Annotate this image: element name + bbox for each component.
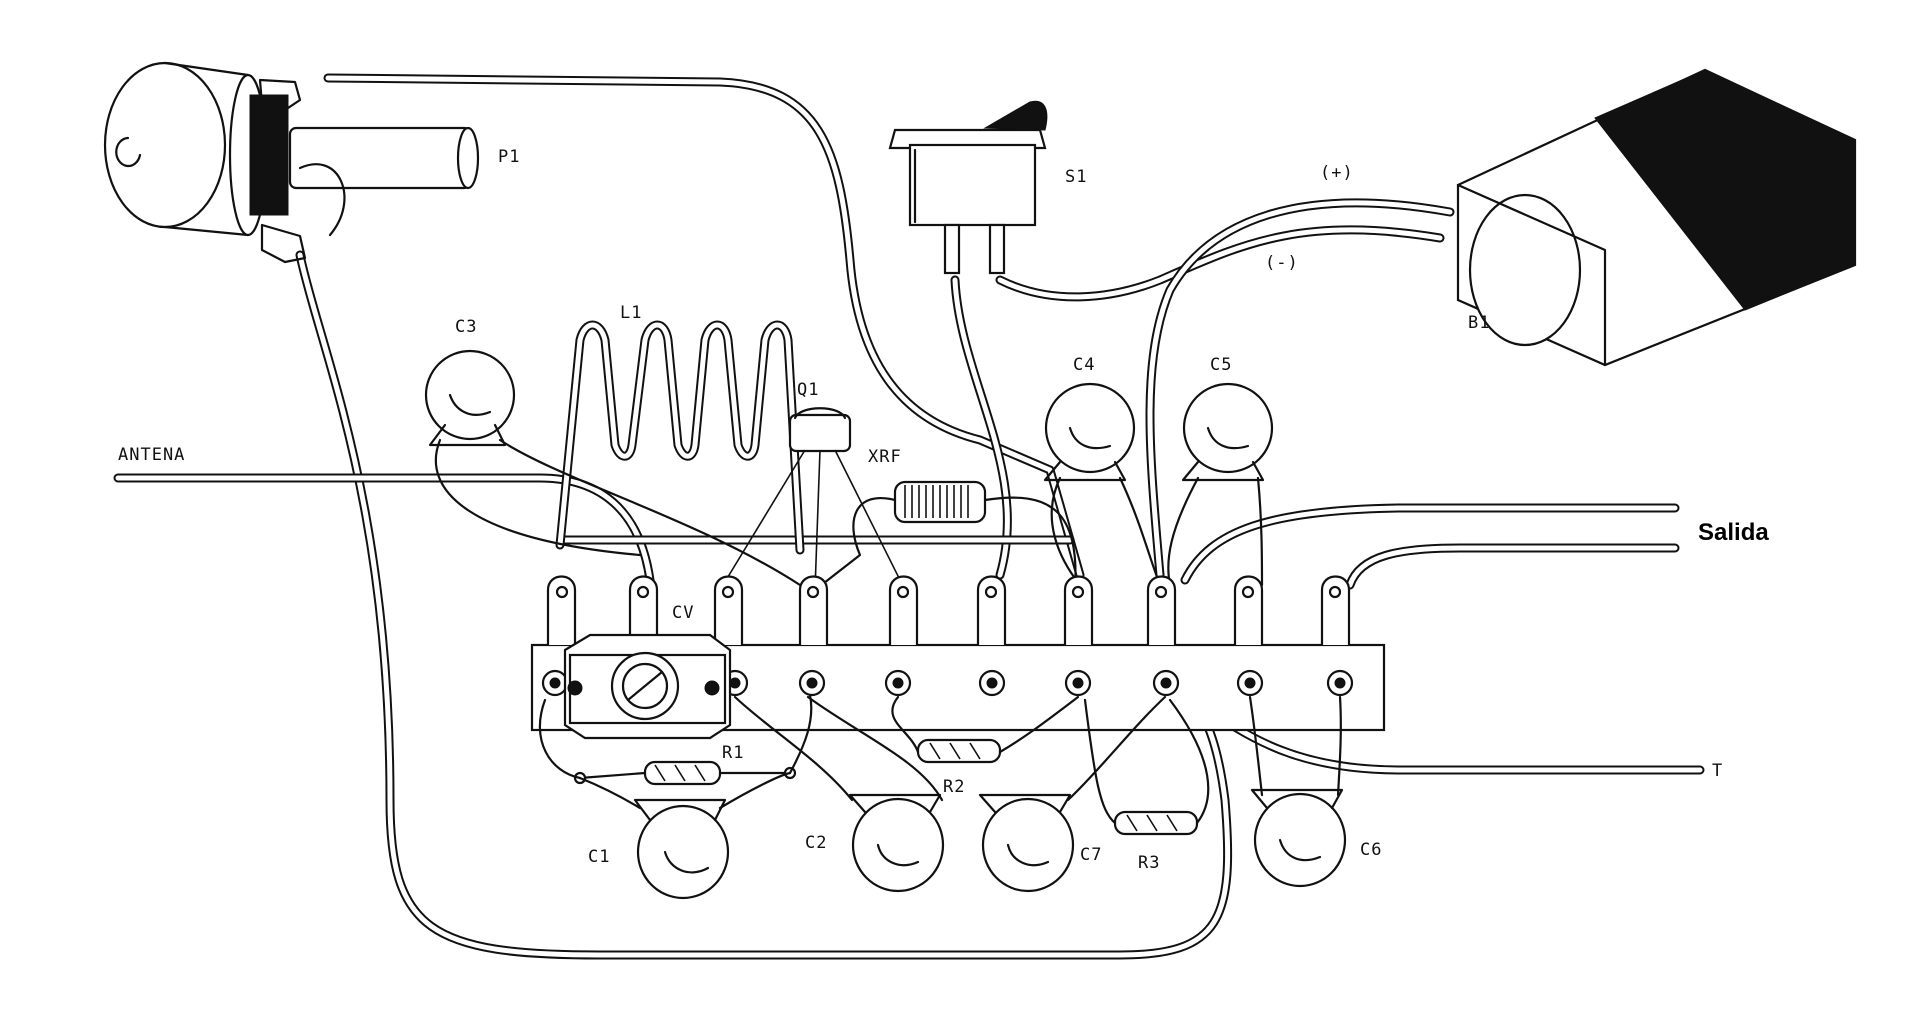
label-b1: B1 — [1468, 313, 1490, 333]
transistor-q1: Q1 — [719, 380, 906, 591]
label-c6: C6 — [1360, 840, 1382, 860]
label-c4: C4 — [1073, 355, 1095, 375]
label-l1: L1 — [620, 303, 642, 323]
capacitor-c5: C5 — [1167, 355, 1274, 587]
label-antena: ANTENA — [118, 445, 185, 465]
label-c2: C2 — [805, 833, 827, 853]
battery-b1: (+) (-) B1 — [1265, 68, 1857, 367]
resistor-r1: R1 — [538, 693, 813, 786]
label-cv: CV — [672, 603, 694, 623]
label-c7: C7 — [1080, 845, 1102, 865]
label-t: T — [1712, 761, 1723, 781]
terminal-lugs — [546, 575, 1351, 645]
label-c5: C5 — [1210, 355, 1232, 375]
capacitor-c6: C6 — [1248, 695, 1382, 888]
capacitor-c7: C7 — [978, 695, 1167, 893]
label-r1: R1 — [722, 743, 744, 763]
capacitor-c3: C3 — [424, 317, 802, 587]
wires — [113, 73, 1705, 960]
label-c1: C1 — [588, 847, 610, 867]
resistor-r3: R3 — [1083, 698, 1210, 873]
switch-s1: S1 — [888, 100, 1087, 275]
label-salida: Salida — [1698, 519, 1769, 546]
capacitor-c4: C4 — [1043, 355, 1162, 587]
label-r3: R3 — [1138, 853, 1160, 873]
resistor-r2: R2 — [891, 695, 1080, 797]
choke-xrf: XRF — [813, 447, 1077, 592]
label-q1: Q1 — [797, 380, 819, 400]
label-minus: (-) — [1265, 253, 1299, 273]
capacitor-c2: C2 — [733, 695, 945, 893]
label-xrf: XRF — [868, 447, 902, 467]
capacitor-c1: C1 — [578, 771, 792, 900]
trimmer-cv: CV — [563, 603, 732, 740]
potentiometer-p1: P1 — [103, 61, 520, 264]
label-p1: P1 — [498, 147, 520, 167]
coil-l1: L1 — [555, 303, 805, 555]
label-s1: S1 — [1065, 167, 1087, 187]
label-plus: (+) — [1320, 163, 1354, 183]
label-r2: R2 — [943, 777, 965, 797]
label-c3: C3 — [455, 317, 477, 337]
